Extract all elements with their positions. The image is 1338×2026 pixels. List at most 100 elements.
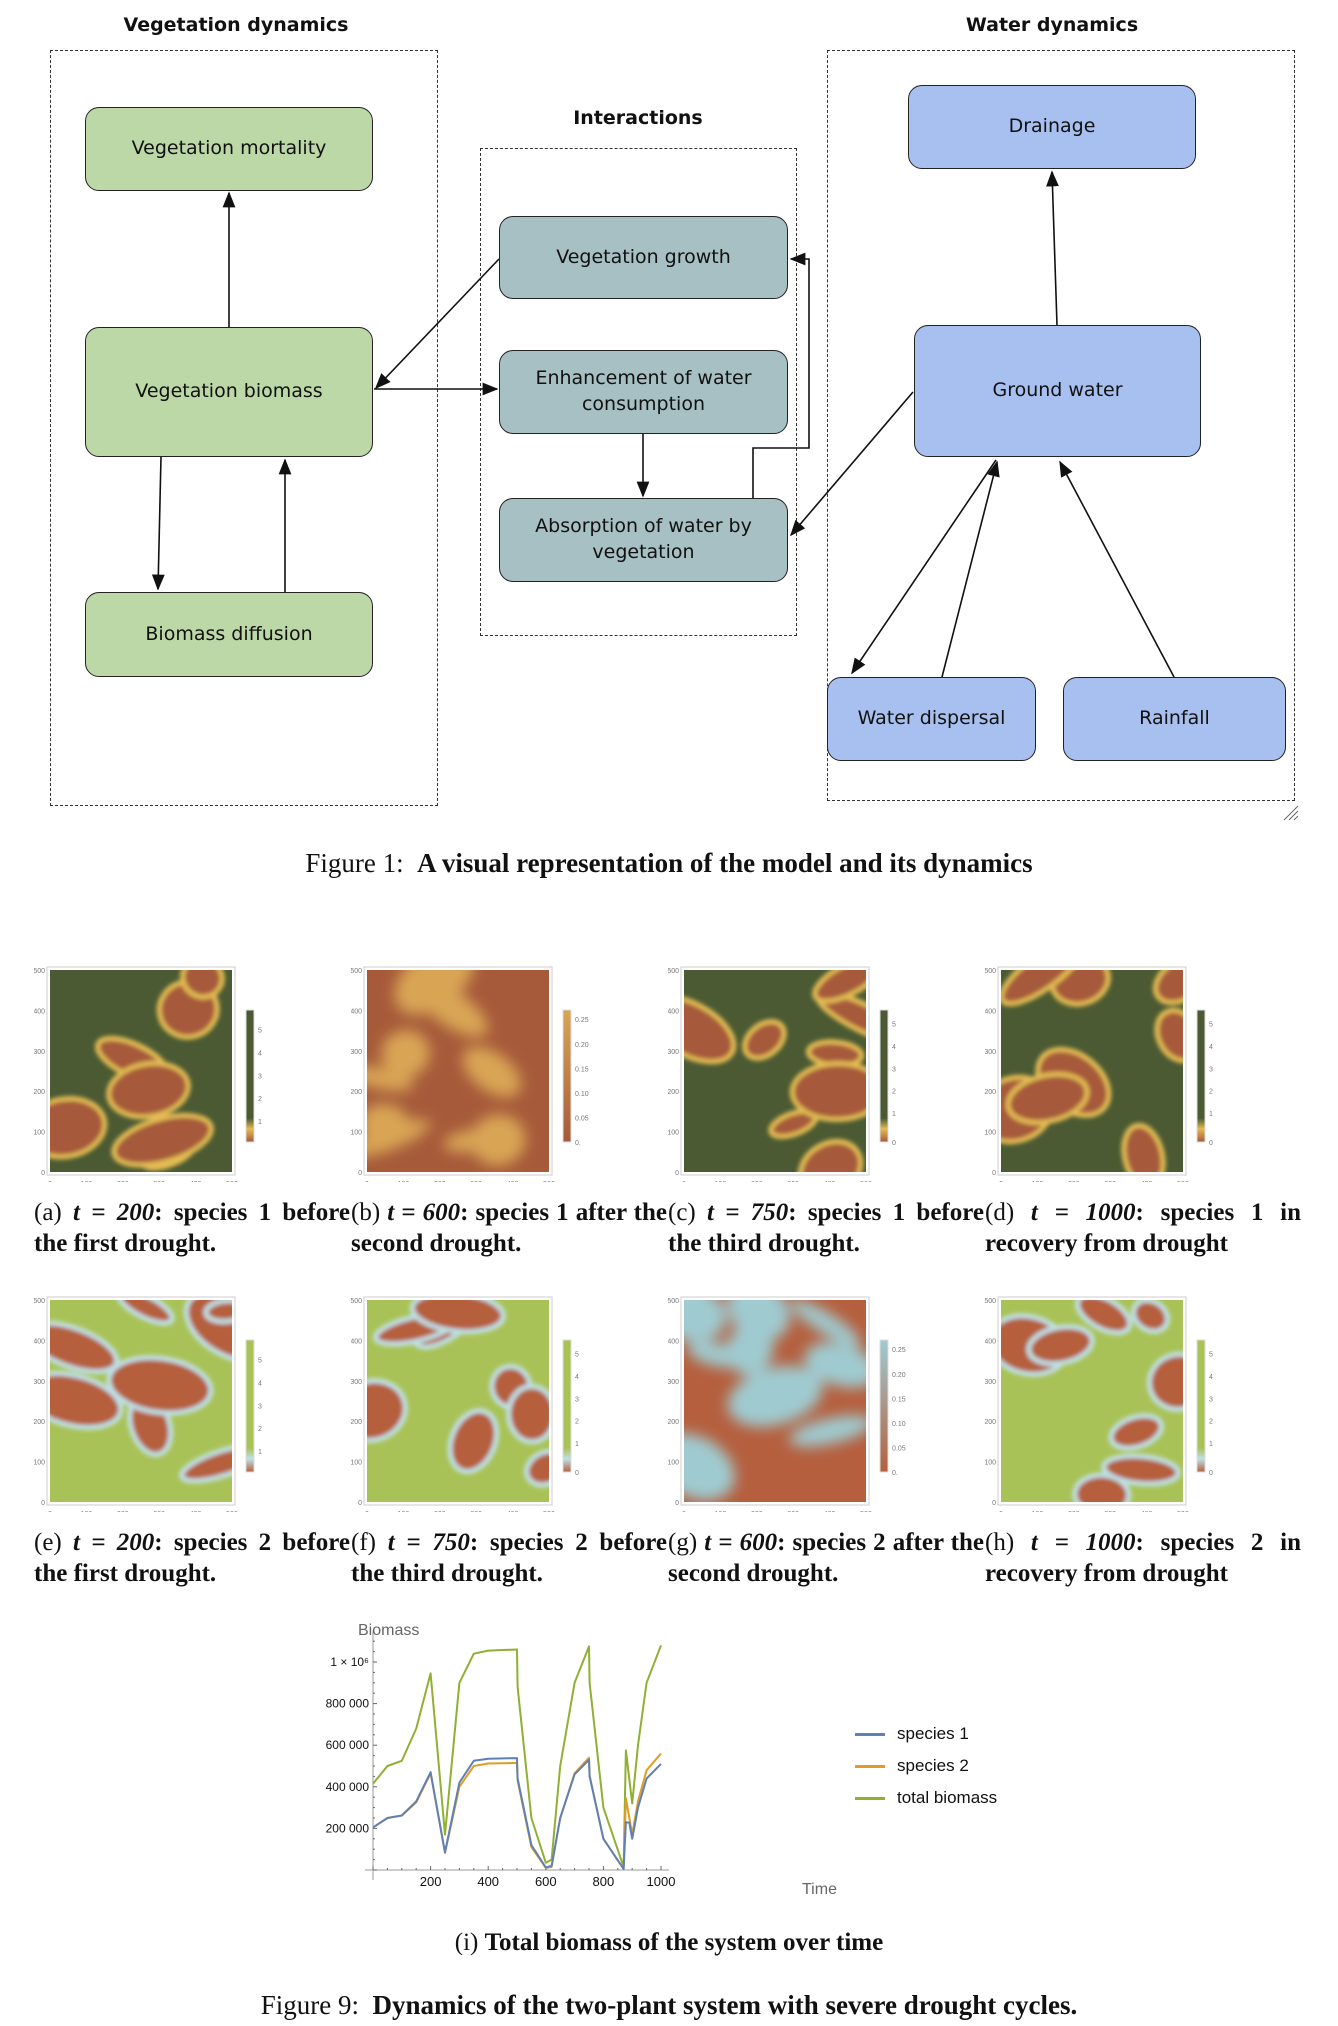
x-tick-label: 1000 bbox=[647, 1874, 676, 1889]
subcaption-label: (h) bbox=[985, 1529, 1015, 1556]
heatmap-x-tick: 300 bbox=[787, 1181, 799, 1182]
heatmap-patch bbox=[684, 1433, 735, 1501]
heatmap-y-tick: 100 bbox=[668, 1460, 679, 1467]
subcaption-i-text: Total biomass of the system over time bbox=[484, 1929, 884, 1956]
y-tick-label: 200 000 bbox=[326, 1821, 370, 1835]
node-enhancement-water-consumption: Enhancement of water consumption bbox=[499, 350, 788, 434]
subcaption-c: (c) t = 750: species 1 before the third … bbox=[668, 1197, 984, 1259]
node-rainfall: Rainfall bbox=[1063, 677, 1286, 761]
colorbar-tick: 1 bbox=[1209, 1111, 1213, 1118]
vegetation-dynamics-title: Vegetation dynamics bbox=[123, 14, 349, 36]
heatmap-y-tick: 400 bbox=[668, 1338, 679, 1345]
heatmap-y-tick: 100 bbox=[351, 1460, 362, 1467]
heatmap-y-tick: 200 bbox=[668, 1419, 679, 1426]
heatmap-patch bbox=[179, 1443, 232, 1484]
node-drainage: Drainage bbox=[908, 85, 1196, 169]
heatmap-patch bbox=[790, 1300, 861, 1347]
heatmap-x-tick: 400 bbox=[507, 1511, 519, 1512]
heatmap-y-tick: 0 bbox=[992, 1500, 996, 1507]
vegetation-group bbox=[50, 50, 438, 806]
colorbar-tick: 2 bbox=[575, 1419, 579, 1426]
heatmap-patch bbox=[1026, 1324, 1095, 1367]
figure-9-label: Figure 9: bbox=[260, 1990, 360, 2020]
heatmap-x-tick: 200 bbox=[434, 1181, 446, 1182]
heatmap-patch bbox=[1108, 1413, 1164, 1451]
heatmap-x-tick: 300 bbox=[470, 1511, 482, 1512]
heatmap-y-tick: 400 bbox=[34, 1338, 45, 1345]
subcaption-time: t = 1000 bbox=[1030, 1529, 1136, 1556]
heatmap-y-tick: 0 bbox=[41, 1170, 45, 1177]
node-vegetation-mortality: Vegetation mortality bbox=[85, 107, 373, 191]
heatmap-y-tick: 300 bbox=[351, 1379, 362, 1386]
node-ground-water: Ground water bbox=[914, 325, 1201, 457]
heatmap-y-tick: 400 bbox=[34, 1008, 45, 1015]
y-tick-label: 400 000 bbox=[326, 1780, 370, 1794]
heatmap-patch bbox=[50, 1096, 108, 1160]
heatmap-x-tick: 400 bbox=[824, 1511, 836, 1512]
heatmap-x-tick: 100 bbox=[715, 1181, 727, 1182]
heatmap-patch bbox=[789, 1415, 866, 1447]
heatmap-y-tick: 100 bbox=[668, 1130, 679, 1137]
subcaption-label: (b) bbox=[351, 1199, 381, 1226]
heatmap-x-tick: 100 bbox=[398, 1511, 410, 1512]
heatmap-x-tick: 100 bbox=[81, 1181, 93, 1182]
figure-1-caption: Figure 1: A visual representation of the… bbox=[0, 848, 1338, 879]
legend-swatch bbox=[855, 1764, 885, 1768]
colorbar-tick: 0. bbox=[575, 1140, 581, 1147]
subcaption-i-label: (i) bbox=[454, 1929, 479, 1956]
heatmap-patch bbox=[180, 970, 225, 1000]
subcaption-label: (g) bbox=[668, 1529, 698, 1556]
heatmap-frame bbox=[680, 966, 870, 1176]
heatmap-y-tick: 200 bbox=[985, 1089, 996, 1096]
heatmap-frame bbox=[997, 966, 1187, 1176]
heatmap-panel-d: 00100100200200300300400400500500012345 bbox=[985, 966, 1213, 1182]
legend-item-total-biomass: total biomass bbox=[855, 1788, 997, 1808]
heatmap-x-tick: 0 bbox=[999, 1181, 1003, 1182]
colorbar-tick: 2 bbox=[1209, 1089, 1213, 1096]
subcaption-text: : species 2 before the third drought. bbox=[351, 1529, 667, 1587]
subcaption-e: (e) t = 200: species 2 before the first … bbox=[34, 1527, 350, 1589]
heatmap-y-tick: 0 bbox=[358, 1170, 362, 1177]
heatmap-y-tick: 300 bbox=[351, 1049, 362, 1056]
heatmap-x-tick: 0 bbox=[999, 1511, 1003, 1512]
legend-item-species-1: species 1 bbox=[855, 1724, 969, 1744]
colorbar-tick: 0 bbox=[892, 1140, 896, 1147]
node-vegetation-growth: Vegetation growth bbox=[499, 216, 788, 299]
figure-1-title: A visual representation of the model and… bbox=[417, 848, 1033, 878]
colorbar-tick: 2 bbox=[258, 1426, 262, 1433]
heatmap-patch bbox=[1074, 1300, 1133, 1336]
water-group bbox=[827, 50, 1295, 801]
colorbar-tick: 0 bbox=[575, 1470, 579, 1477]
heatmap-frame bbox=[46, 1296, 236, 1506]
heatmap-patch bbox=[684, 994, 737, 1065]
heatmap-x-tick: 200 bbox=[434, 1511, 446, 1512]
heatmap-x-tick: 400 bbox=[507, 1181, 519, 1182]
subcaption-label: (e) bbox=[34, 1529, 62, 1556]
heatmap-patch bbox=[727, 1365, 823, 1427]
heatmap-x-tick: 100 bbox=[81, 1511, 93, 1512]
interactions-group bbox=[480, 148, 797, 636]
heatmap-x-tick: 0 bbox=[682, 1181, 686, 1182]
heatmap-y-tick: 500 bbox=[34, 1298, 45, 1305]
subcaption-text: : species 1 in recovery from drought bbox=[985, 1199, 1301, 1257]
colorbar-tick: 3 bbox=[258, 1073, 262, 1080]
heatmap-y-tick: 100 bbox=[985, 1460, 996, 1467]
colorbar-tick: 1 bbox=[258, 1449, 262, 1456]
heatmap-y-tick: 500 bbox=[668, 968, 679, 975]
colorbar-tick: 1 bbox=[258, 1119, 262, 1126]
heatmap-x-tick: 200 bbox=[117, 1511, 129, 1512]
heatmap-x-tick: 300 bbox=[1104, 1511, 1116, 1512]
heatmap-y-tick: 400 bbox=[351, 1008, 362, 1015]
colorbar-tick: 1 bbox=[892, 1111, 896, 1118]
heatmap-patch bbox=[443, 1128, 510, 1153]
subcaption-label: (d) bbox=[985, 1199, 1015, 1226]
colorbar-tick: 2 bbox=[892, 1089, 896, 1096]
heatmap-patch bbox=[381, 1030, 430, 1078]
heatmap-patch bbox=[1005, 1071, 1090, 1125]
heatmap-y-tick: 0 bbox=[41, 1500, 45, 1507]
subcaption-time: t = 600 bbox=[704, 1529, 778, 1556]
heatmap-panel-a: 0010010020020030030040040050050012345 bbox=[34, 966, 262, 1182]
arrow-dispersal-to-groundwater bbox=[941, 460, 1000, 678]
heatmap-patch bbox=[106, 1355, 214, 1416]
heatmap-colorbar bbox=[245, 1009, 255, 1143]
